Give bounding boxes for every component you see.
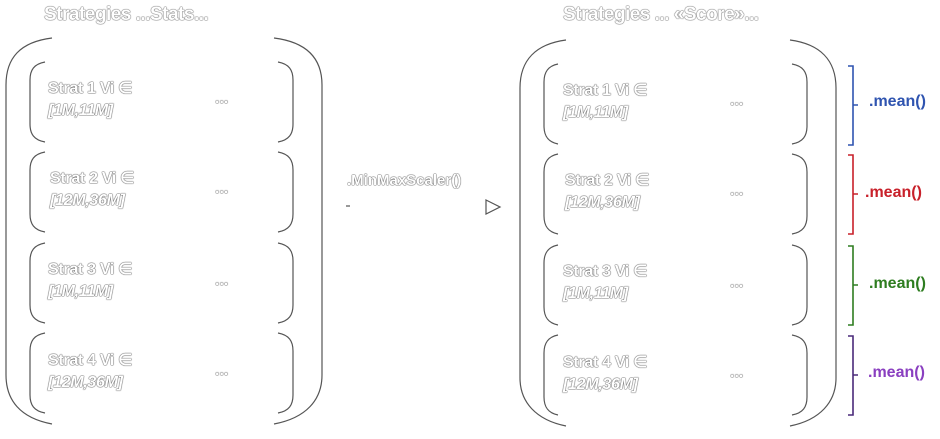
left-row-1-label: Strat 1 Vi ∈ [1M,11M]: [48, 78, 132, 122]
right-row-2-name: Strat 2 Vi ∈: [565, 172, 649, 189]
left-outer-bracket-right: [273, 37, 323, 425]
right-row-1-dots: ...: [730, 92, 744, 109]
right-row-2-range: [12M,36M]: [565, 194, 640, 211]
right-row1-bracket-right: [791, 63, 808, 145]
right-row-3-label: Strat 3 Vi ∈ [1M,11M]: [563, 261, 647, 305]
left-row-4-label: Strat 4 Vi ∈ [12M,36M]: [48, 350, 132, 394]
mean-bracket-2: [848, 154, 858, 235]
left-row3-bracket-left: [29, 242, 46, 324]
right-row-1-name: Strat 1 Vi ∈: [563, 82, 647, 99]
left-row-4-dots: ...: [215, 362, 229, 379]
arrow-icon: [485, 199, 502, 215]
left-panel-header: Strategies ...Stats...: [44, 4, 209, 25]
right-outer-bracket-right: [789, 39, 837, 427]
right-row-3-dots: ...: [730, 274, 744, 291]
left-row2-bracket-right: [277, 151, 294, 233]
mean-label-1: .mean(): [869, 93, 926, 110]
left-row1-bracket-left: [29, 61, 46, 143]
left-row-1-name: Strat 1 Vi ∈: [48, 80, 132, 97]
left-row4-bracket-left: [29, 332, 46, 414]
right-row1-bracket-left: [543, 63, 559, 145]
left-row1-bracket-right: [277, 61, 294, 143]
right-row3-bracket-right: [791, 244, 808, 326]
left-row-1-range: [1M,11M]: [48, 102, 113, 119]
right-row-3-name: Strat 3 Vi ∈: [563, 263, 647, 280]
left-row-4-name: Strat 4 Vi ∈: [48, 352, 132, 369]
right-outer-bracket-left: [519, 39, 567, 427]
left-row-2-label: Strat 2 Vi ∈ [12M,36M]: [50, 168, 134, 212]
left-row-2-dots: ...: [215, 180, 229, 197]
right-row2-bracket-right: [791, 153, 808, 235]
mean-bracket-3: [848, 245, 858, 326]
right-row2-bracket-left: [543, 153, 559, 235]
right-panel-header: Strategies ... «Score»...: [563, 4, 759, 25]
right-row-4-name: Strat 4 Vi ∈: [563, 354, 647, 371]
right-row-1-range: [1M,11M]: [563, 104, 628, 121]
left-row-3-range: [1M,11M]: [48, 283, 113, 300]
left-row-2-name: Strat 2 Vi ∈: [50, 170, 134, 187]
left-row4-bracket-right: [277, 332, 294, 414]
right-row-4-label: Strat 4 Vi ∈ [12M,36M]: [563, 352, 647, 396]
mean-bracket-4: [848, 335, 858, 416]
left-row-3-dots: ...: [215, 272, 229, 289]
right-row4-bracket-left: [543, 334, 559, 416]
left-row2-bracket-left: [29, 151, 46, 233]
left-row-3-label: Strat 3 Vi ∈ [1M,11M]: [48, 259, 132, 303]
right-row-2-dots: ...: [730, 182, 744, 199]
right-row-2-label: Strat 2 Vi ∈ [12M,36M]: [565, 170, 649, 214]
mean-label-4: .mean(): [868, 364, 925, 381]
left-row-3-name: Strat 3 Vi ∈: [48, 261, 132, 278]
right-row3-bracket-left: [543, 244, 559, 326]
right-row-1-label: Strat 1 Vi ∈ [1M,11M]: [563, 80, 647, 124]
right-row-3-range: [1M,11M]: [563, 285, 628, 302]
right-row-4-range: [12M,36M]: [563, 376, 638, 393]
mean-bracket-1: [848, 65, 858, 146]
mean-label-2: .mean(): [865, 184, 922, 201]
right-row-4-dots: ...: [730, 364, 744, 381]
left-row3-bracket-right: [277, 242, 294, 324]
right-row4-bracket-right: [791, 334, 808, 416]
left-row-4-range: [12M,36M]: [48, 374, 123, 391]
left-row-1-dots: ...: [215, 90, 229, 107]
left-outer-bracket-left: [5, 37, 53, 425]
left-row-2-range: [12M,36M]: [50, 192, 125, 209]
transform-label: .MinMaxScaler(): [347, 172, 462, 189]
mean-label-3: .mean(): [869, 275, 926, 292]
